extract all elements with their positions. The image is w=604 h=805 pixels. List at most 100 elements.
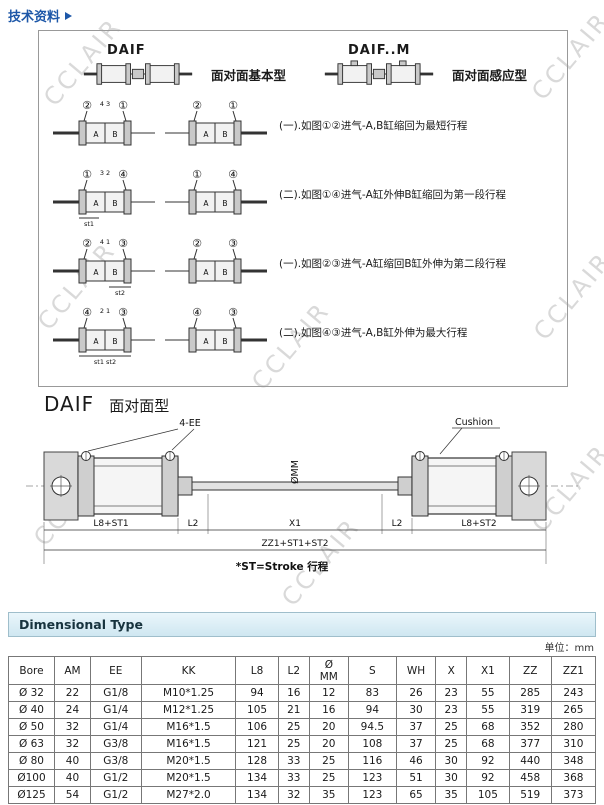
dimension-cell: 23: [435, 701, 468, 719]
chamber-a-label: A: [93, 199, 99, 208]
bore-cell: Ø 32: [8, 684, 55, 702]
dimension-cell: 32: [54, 735, 91, 753]
operation-description: (二).如图①④进气-A缸外伸B缸缩回为第一段行程: [279, 188, 507, 201]
dimension-cell: 54: [54, 786, 91, 804]
dimension-cell: 25: [435, 718, 468, 736]
dimension-cell: 92: [466, 769, 510, 787]
dimension-cell: 21: [277, 701, 310, 719]
rod-diameter-label: ØMM: [290, 460, 301, 484]
dimension-cell: 285: [508, 684, 552, 702]
cushion-label: Cushion: [455, 417, 493, 428]
dimension-cell: 25: [308, 752, 349, 770]
column-header: WH: [395, 656, 437, 685]
dimension-cell: 22: [54, 684, 91, 702]
ports-label: 4-EE: [179, 418, 200, 429]
page-title[interactable]: 技术资料: [8, 10, 61, 25]
dimension-cell: 26: [395, 684, 437, 702]
column-header: Ø MM: [308, 656, 349, 685]
dimension-cell: 33: [277, 769, 310, 787]
dimension-cell: 25: [277, 735, 310, 753]
bore-cell: Ø 50: [8, 718, 55, 736]
column-header: ZZ: [508, 656, 552, 685]
dimension-cell: 65: [395, 786, 437, 804]
page-header: 技术资料: [8, 6, 73, 25]
port-callout: ④: [192, 306, 202, 319]
dimension-cell: G3/8: [89, 752, 142, 770]
port-callout: ③: [118, 306, 128, 319]
dimension-cell: 68: [466, 718, 510, 736]
dimension-cell: 30: [435, 752, 468, 770]
overall-dimension-label: ZZ1+ST1+ST2: [261, 539, 328, 549]
dimension-cell: 458: [508, 769, 552, 787]
dimension-cell: 94: [347, 701, 397, 719]
port-callout: ④: [118, 168, 128, 181]
technical-drawing: 4-EE Cushion ØMM L8+ST1 L2 X1 L2 L8+ST2 …: [26, 417, 578, 573]
chamber-b-label: B: [112, 268, 117, 277]
dimension-cell: 33: [277, 752, 310, 770]
column-header: X: [435, 656, 468, 685]
dimension-cell: 23: [435, 684, 468, 702]
bore-cell: Ø100: [8, 769, 55, 787]
column-header: L2: [277, 656, 310, 685]
dimension-label: L8+ST2: [461, 519, 496, 529]
dimension-cell: M10*1.25: [140, 684, 237, 702]
dimension-cell: 352: [508, 718, 552, 736]
column-header: Bore: [8, 656, 55, 685]
dimension-cell: 37: [395, 735, 437, 753]
port-callout: ④: [82, 306, 92, 319]
arrow-icon: [65, 11, 73, 20]
operation-description: (一).如图②③进气-A缸缩回B缸外伸为第二段行程: [279, 257, 507, 270]
dimension-cell: 440: [508, 752, 552, 770]
chamber-b-label: B: [112, 130, 117, 139]
dimension-cell: 24: [54, 701, 91, 719]
dimension-cell: 348: [550, 752, 597, 770]
dimension-cell: 310: [550, 735, 597, 753]
operation-description: (二).如图④③进气-A,B缸外伸为最大行程: [279, 326, 468, 339]
chamber-a-label: A: [93, 130, 99, 139]
dimension-cell: 373: [550, 786, 597, 804]
dimension-cell: 377: [508, 735, 552, 753]
operation-diagram-box: DAIF 面对面基本型 DAIF..M: [38, 30, 568, 387]
chamber-a-label: A: [93, 337, 99, 346]
dimension-cell: 83: [347, 684, 397, 702]
dimension-cell: 243: [550, 684, 597, 702]
cylinder-schematic-right: A B ② ①: [165, 99, 267, 145]
dimension-label: L8+ST1: [93, 519, 128, 529]
dimension-cell: 106: [235, 718, 279, 736]
dimension-cell: G1/2: [89, 786, 142, 804]
cylinder-schematic-left: A B ① ④ 3 2 st1: [53, 168, 155, 227]
stroke-dimension-label: st1 st2: [94, 358, 116, 365]
dimension-cell: G3/8: [89, 735, 142, 753]
dimension-cell: 94.5: [347, 718, 397, 736]
dimension-cell: 123: [347, 786, 397, 804]
dimension-cell: 16: [308, 701, 349, 719]
stroke-dimension-label: st1: [84, 220, 94, 227]
port-callout: ②: [192, 237, 202, 250]
port-callout: ④: [228, 168, 238, 181]
dimension-cell: 16: [277, 684, 310, 702]
cylinder-schematic-right: A B ② ③: [165, 237, 267, 283]
port-numbers: 2 1: [100, 307, 110, 315]
port-callout: ①: [228, 99, 238, 112]
dimension-cell: 35: [308, 786, 349, 804]
operation-row-1: A B ② ① 4 3 A B ② ① (一).如图①②进气-A,B缸缩回为最短…: [51, 92, 567, 161]
model-basic-name: DAIF: [107, 43, 146, 58]
chamber-a-label: A: [203, 130, 209, 139]
operation-rows: A B ② ① 4 3 A B ② ① (一).如图①②进气-A,B缸缩回为最短…: [39, 88, 567, 368]
column-header: S: [347, 656, 397, 685]
dimension-label: X1: [289, 519, 301, 529]
cylinder-sensing-icon: [324, 60, 434, 85]
dimension-cell: 35: [435, 786, 468, 804]
port-callout: ③: [228, 306, 238, 319]
dimension-cell: 12: [308, 684, 349, 702]
chamber-a-label: A: [203, 199, 209, 208]
cylinder-schematic-left: A B ② ③ 4 1 st2: [53, 237, 155, 296]
port-numbers: 3 2: [100, 169, 110, 177]
chamber-b-label: B: [112, 337, 117, 346]
dimension-cell: 134: [235, 769, 279, 787]
